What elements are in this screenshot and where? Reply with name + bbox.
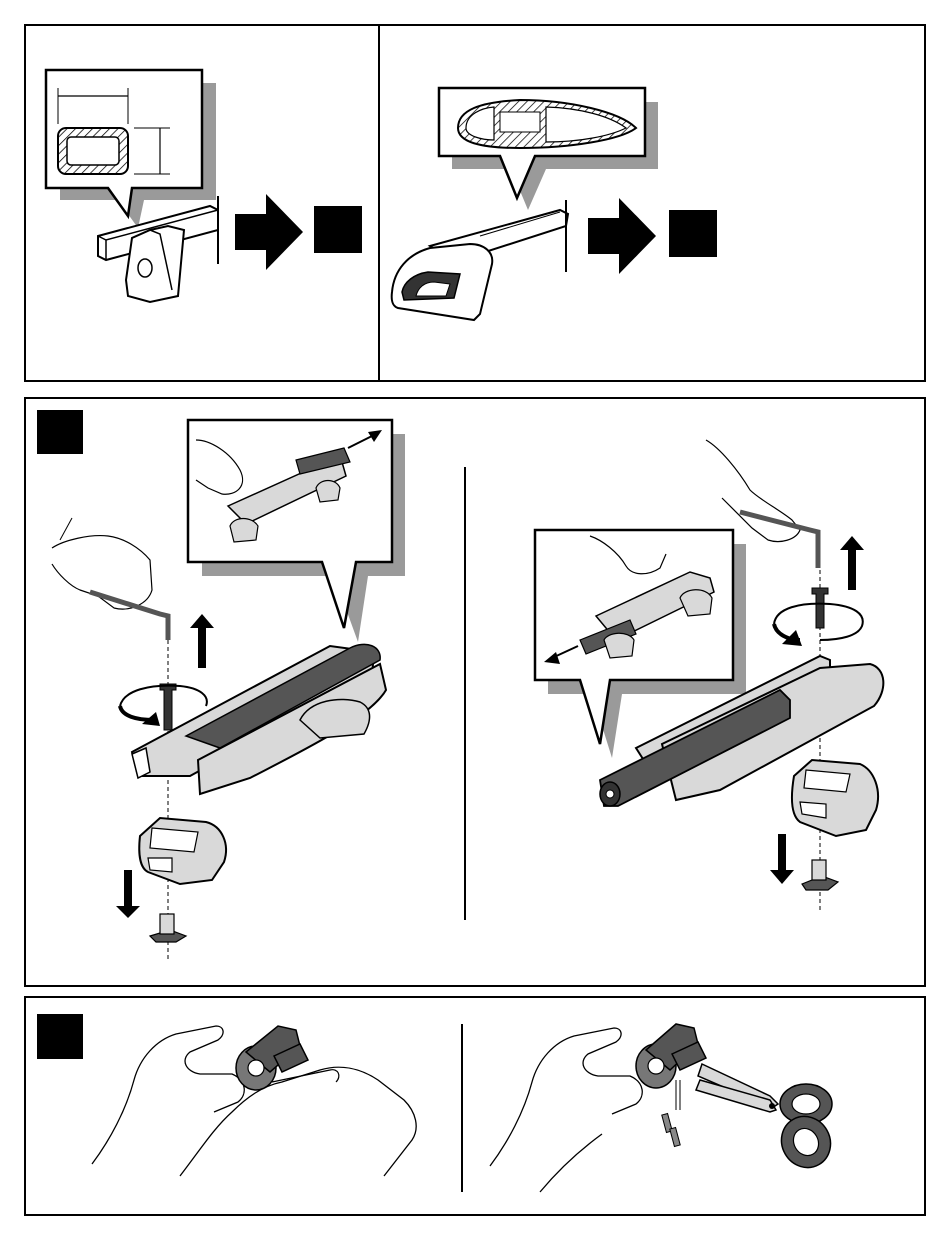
arrow-right-icon	[235, 194, 303, 270]
nut-right	[802, 860, 838, 890]
arrow-down-icon	[116, 870, 140, 918]
hand-with-allen-key-left	[52, 518, 168, 640]
aero-bar-profile-callout	[439, 88, 658, 210]
foot-block-right	[792, 760, 878, 836]
arrow-down-icon	[770, 834, 794, 884]
arrow-up-icon	[840, 536, 864, 590]
step-reference-box	[314, 206, 362, 253]
hands-folding-clip	[92, 1026, 416, 1176]
step-number-box	[37, 1014, 83, 1059]
square-bar-with-foot	[98, 196, 218, 302]
nut-left	[150, 914, 186, 942]
arrow-up-icon	[190, 614, 214, 668]
strip-removal-callout-left	[188, 420, 405, 642]
arrow-right-icon	[588, 198, 656, 274]
step-number-box	[37, 410, 83, 454]
scissors-icon	[696, 1064, 840, 1177]
step-reference-box	[669, 210, 717, 257]
foot-block-left	[139, 818, 226, 884]
hand-holding-clip	[490, 1024, 706, 1192]
square-bar-profile-callout	[46, 70, 216, 228]
aero-bar-with-foot	[392, 200, 568, 320]
